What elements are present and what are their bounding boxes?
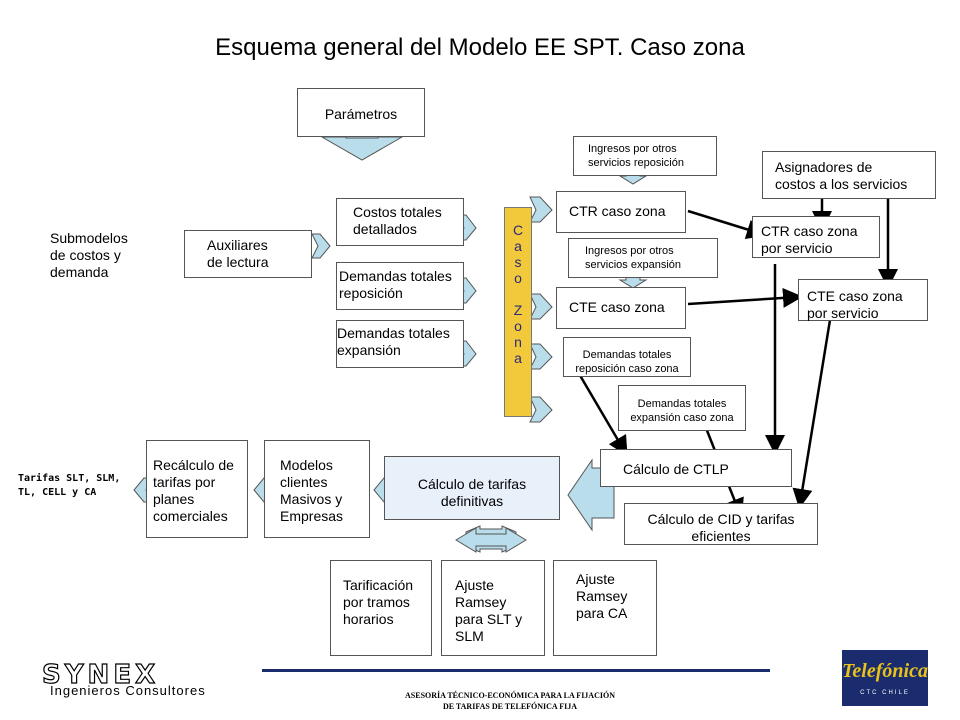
ctr-por-servicio-box: CTR caso zona por servicio [752,216,880,258]
demandas-expansion-box: Demandas totales expansión [336,320,464,368]
submodelos-label: Submodelos de costos y demanda [50,230,128,280]
caso-zona-label: C a s o Z o n a [512,222,524,366]
double-arrow-vertical-pair [455,527,527,553]
chevron-arrow-auxiliares [311,233,331,259]
chevron-arrow-zona-1 [529,196,553,223]
footer-text: ASESORÍA TÉCNICO-ECONÓMICA PARA LA FIJAC… [405,691,615,711]
demandas-reposicion-box: Demandas totales reposición [336,262,464,310]
synex-logo: SYNEX [41,659,160,690]
calculo-ctlp-box: Cálculo de CTLP [600,449,792,487]
telefonica-logo-word: Telefónica [842,660,928,682]
cte-caso-zona-box: CTE caso zona [556,287,686,329]
connector-cte-to-cte-servicio [687,287,803,308]
telefonica-logo: Telefónica CTC CHILE [842,650,928,706]
costos-totales-box: Costos totales detallados [336,198,464,246]
block-arrow-down-parametros [320,136,404,161]
ramsey-ca-box: Ajuste Ramsey para CA [553,560,657,656]
asignadores-box: Asignadores de costos a los servicios [762,151,936,199]
calculo-cid-box: Cálculo de CID y tarifas eficientes [624,503,818,545]
demandas-rep-zona-box: Demandas totales reposición caso zona [563,337,691,377]
modelos-clientes-box: Modelos clientes Masivos y Empresas [264,440,370,538]
tarifas-label: Tarifas SLT, SLM, TL, CELL y CA [18,473,121,498]
calculo-tarifas-box: Cálculo de tarifas definitivas [384,456,560,520]
ramsey-slt-box: Ajuste Ramsey para SLT y SLM [441,560,545,656]
caso-zona-bar: C a s o Z o n a [504,207,532,417]
synex-subtitle: Ingenieros Consultores [50,683,206,698]
ingresos-expansion-box: Ingresos por otros servicios expansión [568,238,718,278]
demandas-exp-zona-box: Demandas totales expansión caso zona [618,385,746,431]
page-title: Esquema general del Modelo EE SPT. Caso … [215,34,745,61]
chevron-arrow-zona-2 [529,293,553,320]
footer-divider [262,669,770,672]
chevron-arrow-zona-4 [529,396,553,423]
ingresos-reposicion-box: Ingresos por otros servicios reposición [573,136,717,176]
connector-cte-servicio-cid [792,319,832,509]
ctr-caso-zona-box: CTR caso zona [556,191,686,233]
recalculo-box: Recálculo de tarifas por planes comercia… [146,440,248,538]
chevron-arrow-zona-3 [529,343,553,370]
cte-por-servicio-box: CTE caso zona por servicio [798,279,928,321]
parametros-box: Parámetros [297,88,425,137]
connector-dem-rep-ctlp [576,371,628,457]
connector-ctr-to-ctr-servicio [687,209,767,240]
auxiliares-box: Auxiliares de lectura [184,230,312,278]
telefonica-logo-sub: CTC CHILE [860,690,910,696]
tarificacion-box: Tarificación por tramos horarios [330,560,432,656]
